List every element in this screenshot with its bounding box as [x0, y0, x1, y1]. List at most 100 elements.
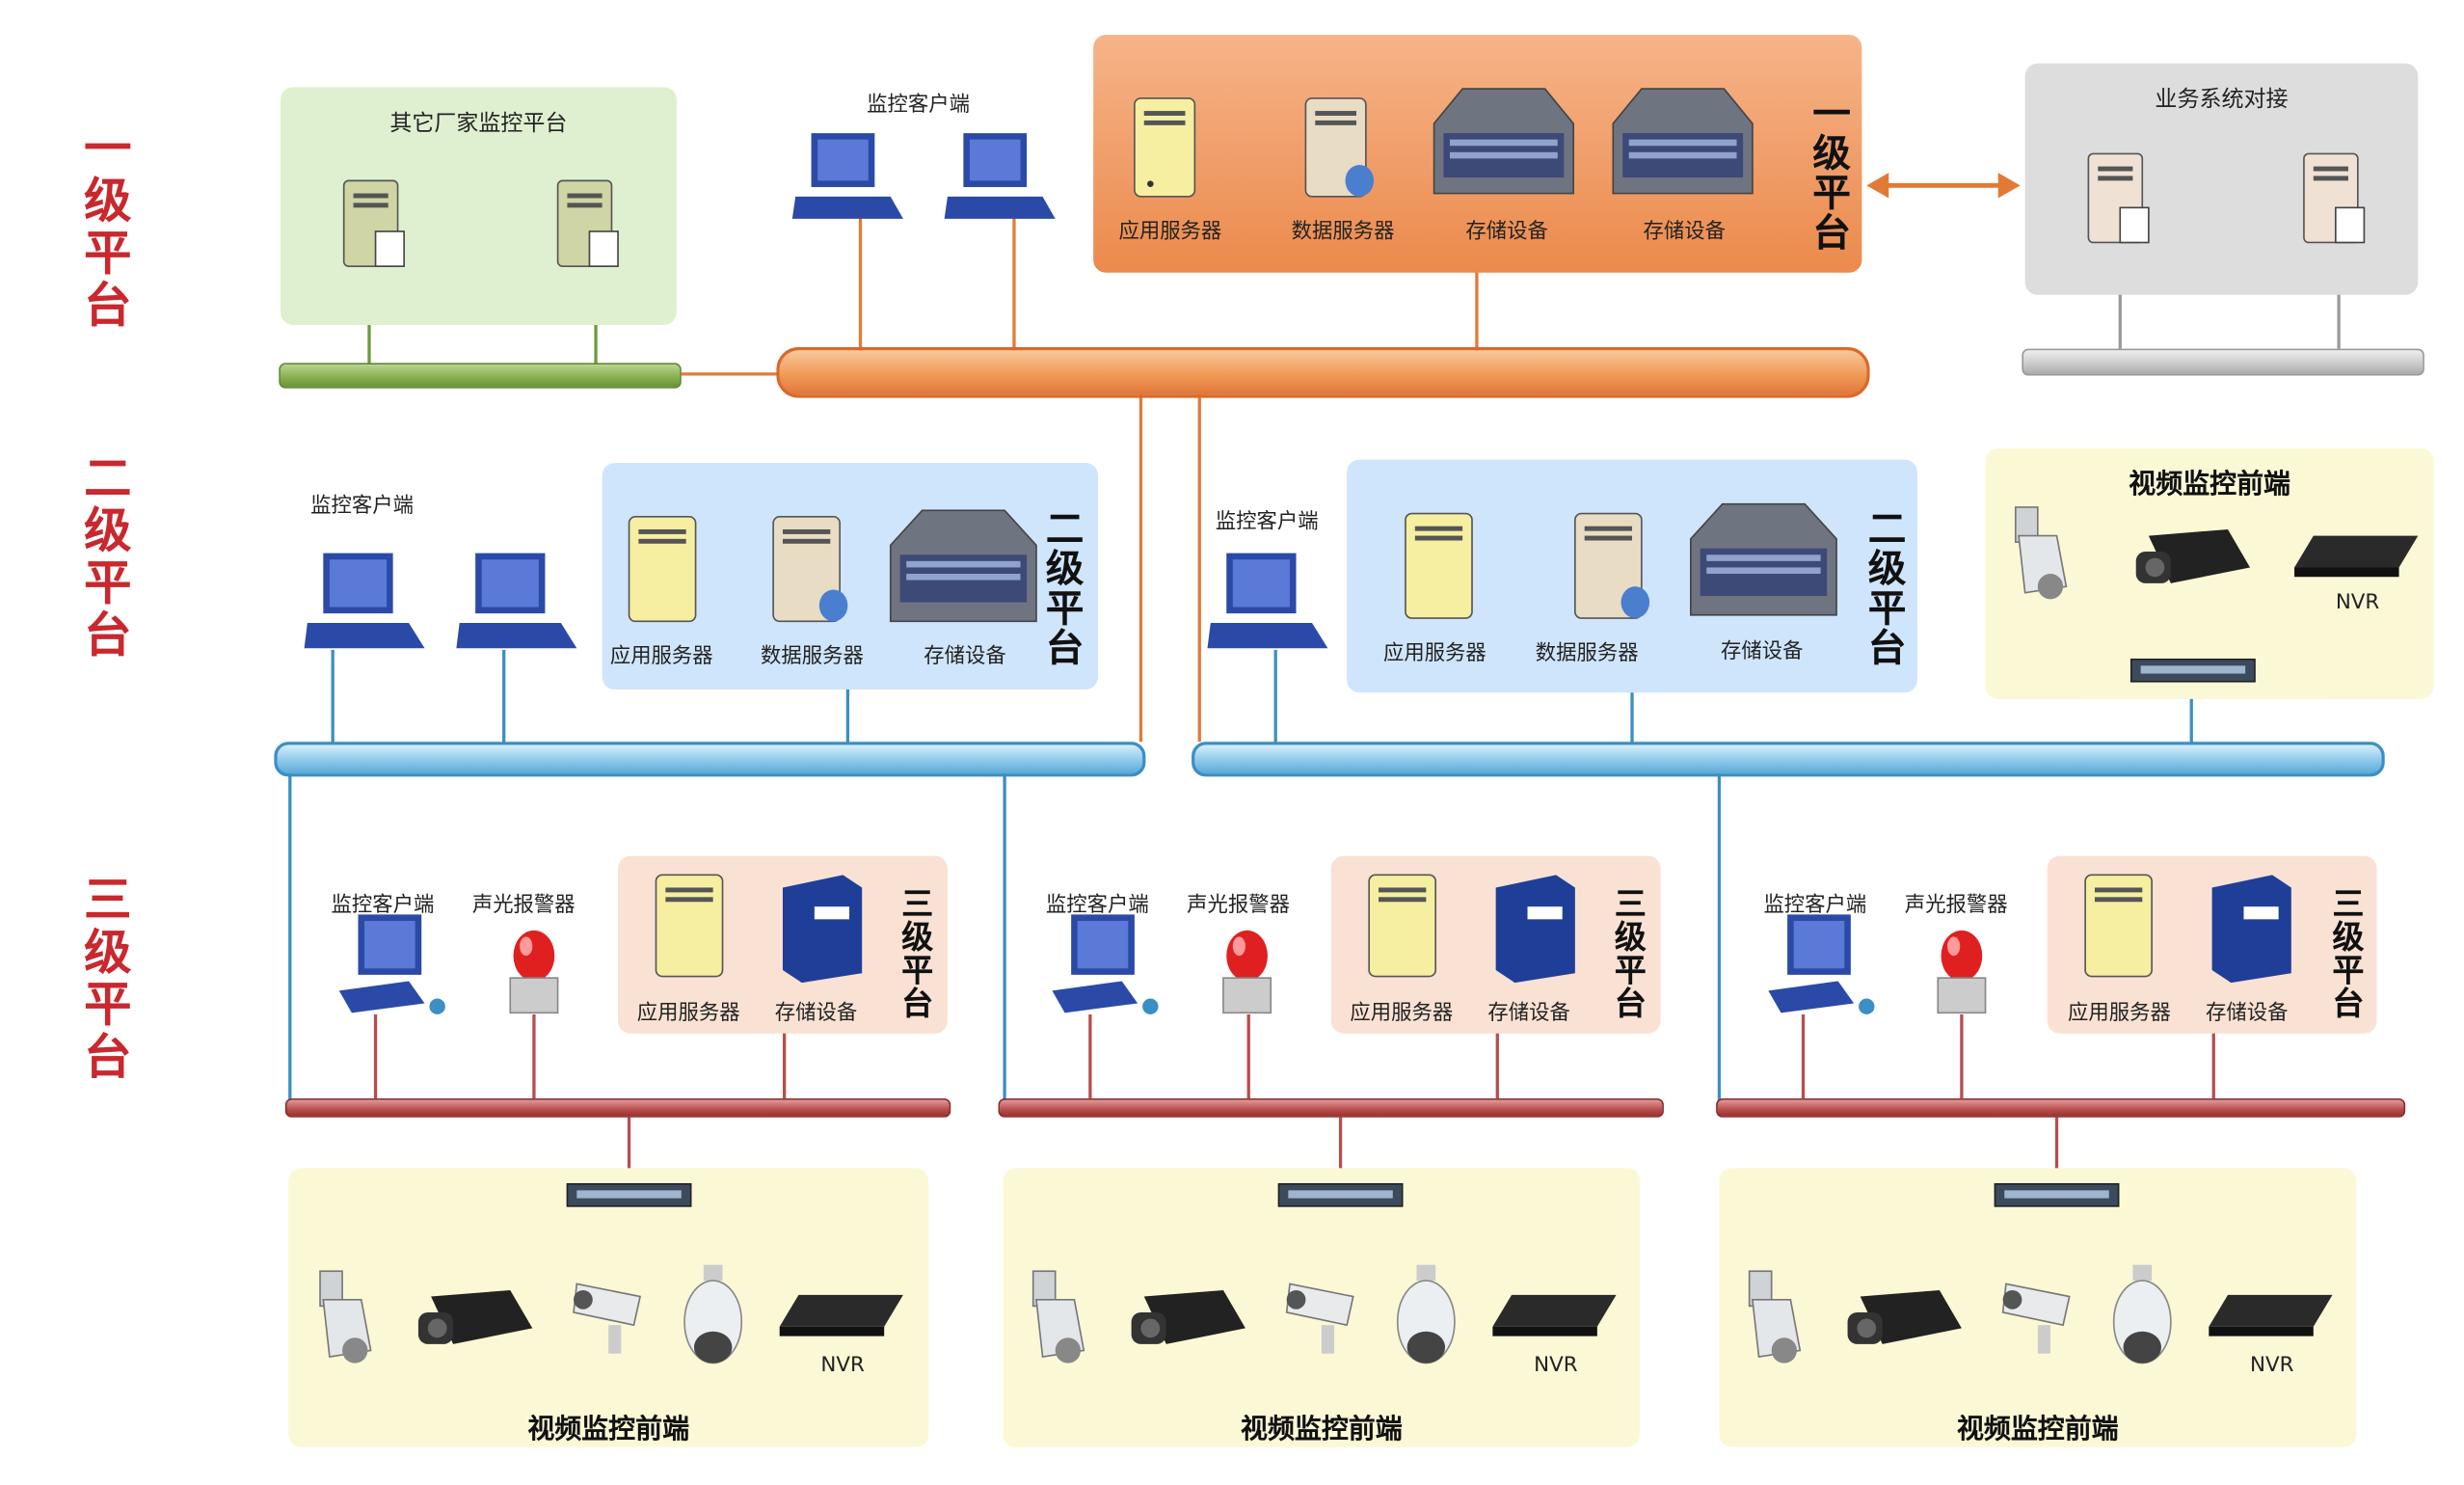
bullet-camera-icon [1999, 1278, 2078, 1366]
level3-bus [1716, 1098, 2406, 1118]
app-server-label: 应用服务器 [1382, 641, 1486, 666]
app-server-label: 应用服务器 [1118, 220, 1222, 245]
nvr-label: NVR [2335, 591, 2380, 615]
l3-alarm-label: 声光报警器 [471, 894, 576, 918]
box-camera-icon [415, 1283, 539, 1360]
l3-client-label: 监控客户端 [1763, 894, 1867, 918]
vendor-server-icon [337, 177, 414, 282]
storage-label: 存储设备 [924, 644, 1006, 669]
bullet-camera-icon [571, 1278, 650, 1366]
dome-camera-icon [2107, 1264, 2177, 1379]
monitor-client-icon [944, 126, 1056, 230]
storage-device-icon [1610, 82, 1755, 212]
ptz-camera-icon [2009, 504, 2078, 615]
front-end-title: 视频监控前端 [527, 1414, 690, 1446]
l3-client-label: 监控客户端 [1045, 894, 1149, 918]
app-server-icon [650, 869, 738, 992]
nvr-icon [1489, 1292, 1620, 1346]
level3-platform-label: 三级平台 [901, 884, 934, 1023]
app-server-label: 应用服务器 [2068, 1001, 2171, 1026]
l3-alarm-label: 声光报警器 [1904, 894, 2008, 918]
network-switch-icon [1277, 1181, 1405, 1216]
level3-platform-label: 三级平台 [1614, 884, 1647, 1023]
network-switch-icon [1994, 1181, 2121, 1216]
storage-label: 存储设备 [2206, 1001, 2289, 1026]
network-switch-icon [2129, 656, 2258, 690]
nas-storage-icon [2209, 872, 2294, 989]
box-camera-icon [1844, 1283, 1968, 1360]
storage-device-icon [1431, 82, 1576, 212]
nvr-icon [2206, 1292, 2336, 1346]
storage-device-icon [887, 504, 1039, 640]
app-server-icon [2079, 869, 2168, 992]
nas-storage-icon [1492, 872, 1578, 989]
ptz-camera-icon [1743, 1268, 1812, 1379]
ptz-camera-icon [1027, 1268, 1096, 1379]
storage-device-icon [1688, 498, 1840, 634]
level3-bus [284, 1098, 951, 1118]
level2-left-platform-label: 二级平台 [1045, 506, 1085, 671]
front-end-title: 视频监控前端 [1241, 1414, 1403, 1446]
ptz-camera-icon [313, 1268, 383, 1379]
storage-label: 存储设备 [1487, 1001, 1570, 1026]
nas-storage-icon [780, 872, 866, 989]
mid-right-client-title: 监控客户端 [1215, 510, 1319, 534]
l3-alarm-label: 声光报警器 [1187, 894, 1290, 918]
level3-platform-label: 三级平台 [2332, 884, 2365, 1023]
storage-label: 存储设备 [1721, 640, 1804, 664]
top-client-title: 监控客户端 [867, 93, 970, 118]
dome-camera-icon [1391, 1264, 1460, 1379]
box-camera-icon [1128, 1283, 1251, 1360]
level2-right-bus [1192, 742, 2385, 777]
level2-right-platform-label: 二级平台 [1867, 506, 1907, 671]
l3-client-label: 监控客户端 [331, 894, 435, 918]
app-server-icon [1399, 507, 1487, 634]
db-server-label: 数据服务器 [1291, 220, 1395, 245]
storage-label: 存储设备 [1465, 220, 1548, 245]
nvr-icon [776, 1292, 906, 1346]
monitor-client-icon [456, 547, 577, 661]
nvr-label: NVR [820, 1353, 865, 1378]
dome-camera-icon [679, 1264, 748, 1379]
monitor-client-icon [1207, 547, 1328, 661]
other-vendor-title: 其它厂家监控平台 [389, 111, 568, 137]
alarm-light-icon [507, 928, 561, 1023]
nvr-label: NVR [2250, 1353, 2294, 1378]
db-server-label: 数据服务器 [1535, 641, 1639, 666]
storage-label: 存储设备 [1643, 220, 1727, 245]
monitor-client-icon [791, 126, 903, 230]
app-server-label: 应用服务器 [1350, 1001, 1454, 1026]
nvr-icon [2291, 532, 2422, 586]
box-camera-icon [2132, 523, 2256, 599]
client-workstation-icon [1049, 911, 1163, 1029]
db-server-label: 数据服务器 [760, 644, 864, 669]
business-server-icon [2082, 150, 2158, 258]
level-1-label: 一级平台 [84, 122, 132, 335]
storage-label: 存储设备 [774, 1001, 858, 1026]
client-workstation-icon [1765, 911, 1879, 1029]
app-server-icon [623, 510, 711, 636]
level-2-label: 二级平台 [84, 451, 132, 664]
app-server-icon [1128, 92, 1210, 212]
level1-platform-label: 一级平台 [1812, 92, 1851, 256]
front-end-title: 视频监控前端 [1956, 1414, 2119, 1446]
front-end-top-title: 视频监控前端 [2129, 469, 2290, 501]
alarm-light-icon [1935, 928, 1989, 1023]
db-server-icon [767, 510, 856, 636]
level2-left-bus [274, 742, 1146, 777]
monitor-client-icon [304, 547, 425, 661]
client-workstation-icon [335, 911, 449, 1029]
level1-backbone-bus [776, 346, 1870, 398]
network-switch-icon [566, 1181, 693, 1216]
vendor-bus [279, 363, 682, 389]
app-server-label: 应用服务器 [609, 644, 713, 669]
business-server-icon [2297, 150, 2373, 258]
vendor-server-icon [551, 177, 628, 282]
level3-bus [998, 1098, 1664, 1118]
alarm-light-icon [1220, 928, 1274, 1023]
business-bus [2022, 348, 2424, 376]
business-system-title: 业务系统对接 [2155, 87, 2289, 113]
db-server-icon [1568, 507, 1657, 634]
level-3-label: 三级平台 [84, 873, 132, 1086]
